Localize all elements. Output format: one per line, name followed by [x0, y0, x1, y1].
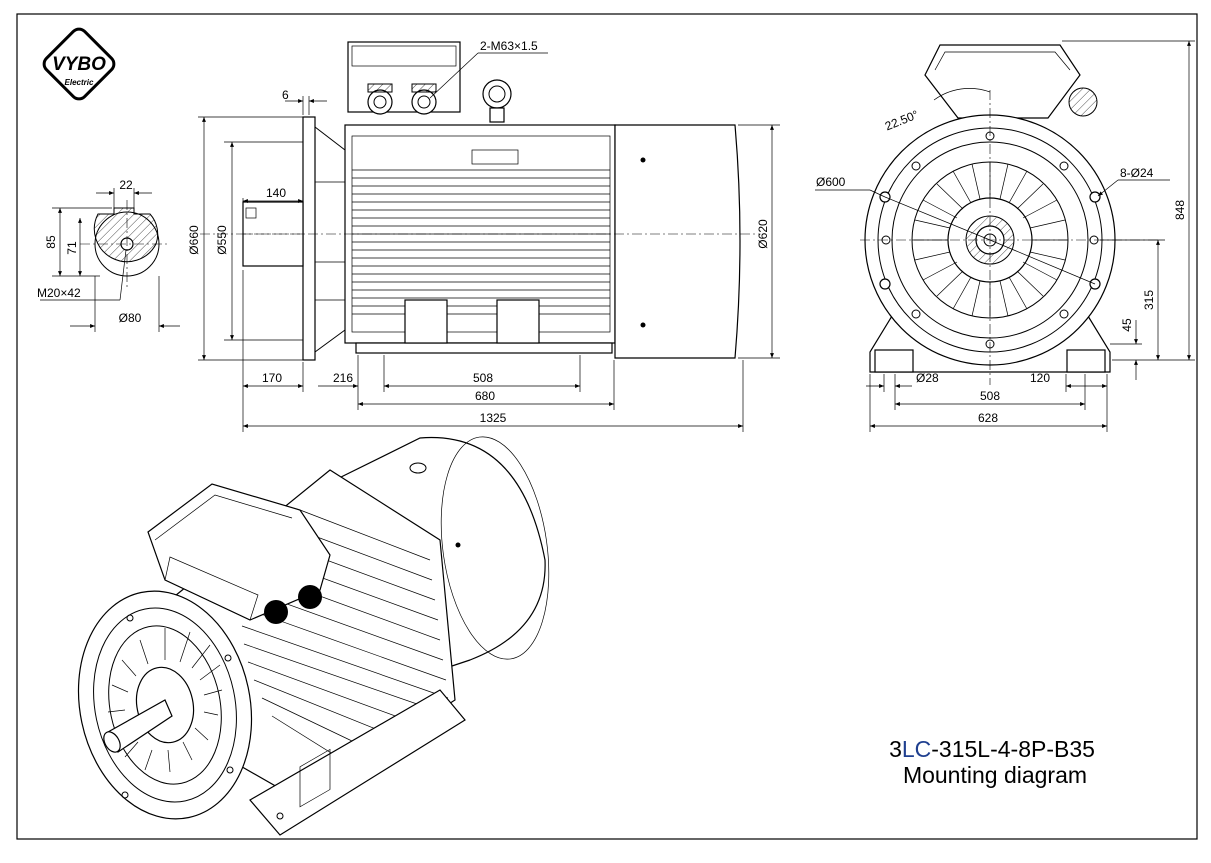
dim-foot-120: 120: [1030, 371, 1050, 385]
dim-216: 216: [333, 371, 353, 385]
dim-flange-holes: 8-Ø24: [1120, 166, 1154, 180]
dim-flange-diameter: Ø660: [187, 225, 201, 255]
sheet-border: [16, 13, 1198, 840]
dim-315: 315: [1142, 290, 1156, 310]
dim-170: 170: [262, 371, 282, 385]
dim-foot-508: 508: [980, 389, 1000, 403]
title-prefix: 3: [889, 736, 902, 762]
dim-848: 848: [1173, 200, 1187, 220]
end-view: 22.50° Ø600 8-Ø24 848 315 45 Ø28 12: [815, 40, 1195, 432]
dim-pcd: Ø600: [816, 175, 846, 189]
dim-body-diameter: Ø620: [756, 219, 770, 249]
brand-logo: VYBO Electric: [42, 27, 116, 101]
side-view: 2-M63×1.5: [187, 39, 780, 432]
dim-71: 71: [65, 241, 79, 255]
title-model: 3LC-315L-4-8P-B35: [889, 736, 1095, 762]
dim-shaft-length: 140: [266, 186, 286, 200]
title-suffix: -315L-4-8P-B35: [931, 736, 1095, 762]
dim-shaft-diameter: Ø80: [119, 311, 142, 325]
shaft-section-view: 22 85 71 M20×42 Ø80: [37, 178, 180, 332]
dim-key-width: 22: [119, 178, 133, 192]
dim-thread: M20×42: [37, 286, 81, 300]
label-cable-glands: 2-M63×1.5: [480, 39, 538, 53]
dim-1325: 1325: [480, 411, 507, 425]
title-subtitle: Mounting diagram: [903, 762, 1087, 788]
dim-680: 680: [475, 389, 495, 403]
logo-brand-text: VYBO: [52, 54, 106, 75]
dim-angle: 22.50°: [883, 107, 921, 133]
dim-spigot-diameter: Ø550: [215, 225, 229, 255]
isometric-view: [77, 436, 550, 836]
dim-85: 85: [44, 235, 58, 249]
flange-bolt-holes: [879, 131, 1101, 349]
dim-foot-hole: Ø28: [916, 371, 939, 385]
title-accent: LC: [902, 736, 931, 762]
dim-45: 45: [1120, 318, 1134, 332]
dim-foot-628: 628: [978, 411, 998, 425]
dim-508-side: 508: [473, 371, 493, 385]
logo-sub-text: Electric: [65, 78, 94, 87]
body-fins: [352, 169, 610, 315]
dim-flange-thickness: 6: [282, 88, 289, 102]
drawing-title: 3LC-315L-4-8P-B35 Mounting diagram: [889, 736, 1095, 788]
